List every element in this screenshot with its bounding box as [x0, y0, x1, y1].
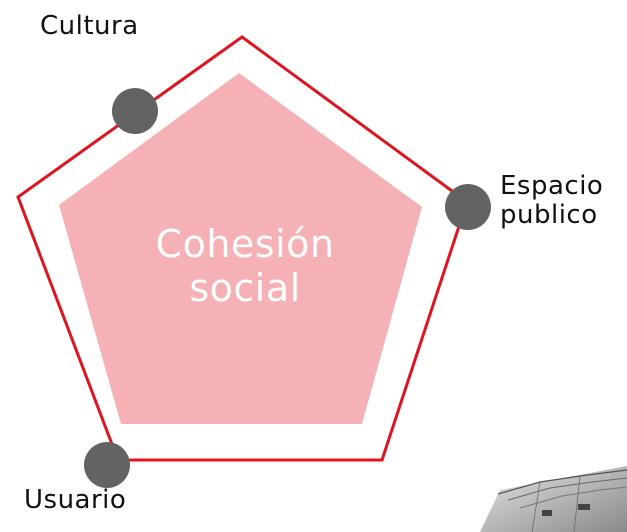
label-espacio-publico: Espacio publico: [500, 171, 604, 231]
label-espacio-line1: Espacio: [500, 171, 604, 201]
inner-pentagon: [59, 73, 422, 424]
center-title-line1: Cohesión: [155, 222, 335, 266]
label-usuario: Usuario: [24, 485, 127, 515]
outer-pentagon-outline: [16, 35, 469, 462]
center-title-line2: social: [189, 266, 301, 311]
corner-sketch-image: [480, 466, 627, 532]
center-title: Cohesión social: [145, 222, 345, 310]
node-usuario: [84, 442, 130, 488]
label-cultura: Cultura: [40, 11, 139, 41]
node-espacio-publico: [445, 184, 491, 230]
node-cultura: [112, 88, 158, 134]
label-espacio-line2: publico: [500, 200, 598, 231]
